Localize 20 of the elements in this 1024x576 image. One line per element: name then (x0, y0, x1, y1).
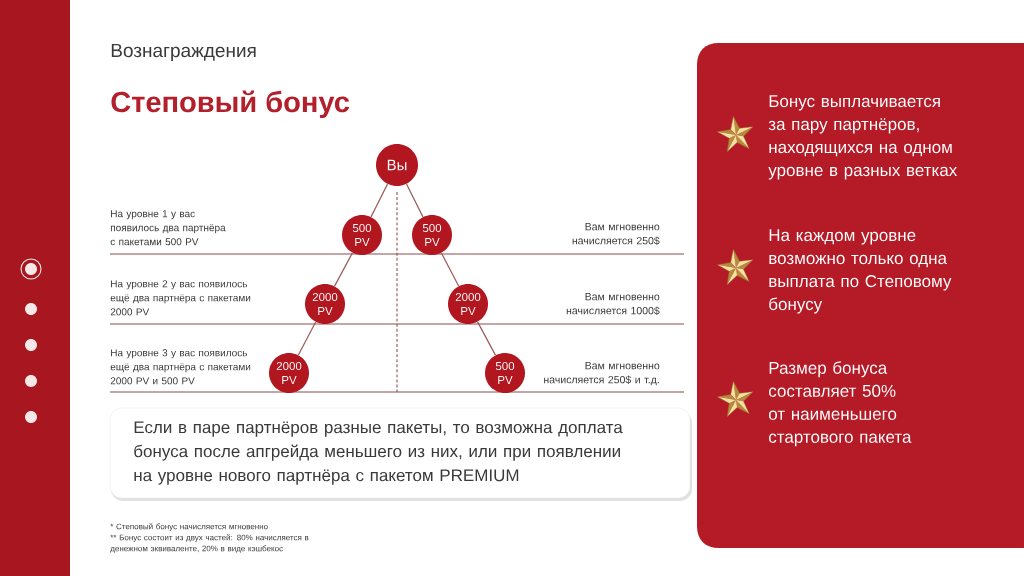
connector-line (334, 252, 354, 287)
level-note: На уровне 3 у вас появилось ещё два партнёра с пакетами 2000 PV и 500 PV (110, 349, 251, 385)
bullet-text: На каждом уровне возможно только одна выплата по Степовому бонусу (769, 229, 952, 314)
section-heading: Вознаграждения (111, 43, 256, 61)
payout-note: Вам мгновенно начисляется 250$ (572, 223, 660, 245)
connector-line (440, 252, 460, 287)
level-note: На уровне 1 у вас появилось два партнёра с пакетами 500 PV (110, 210, 226, 246)
connector-line (297, 321, 317, 356)
payout-note: Вам мгновенно начисляется 1000$ (566, 293, 660, 315)
connector-line (405, 183, 424, 218)
footnote: ** Бонус состоит из двух частей: 80% начисляется в денежном эквиваленте, 20% в виде кэшбекос (110, 534, 309, 553)
payout-note: Вам мгновенно начисляется 250$ и т.д. (544, 362, 660, 386)
bullet-text: Размер бонуса составляет 50% от наименьшего стартового пакета (769, 361, 912, 447)
note-card: Если в паре партнёров разные пакеты, то возможна доплата бонуса после апгрейда меньшего из них, или при появлении на уровне нового партнёра с пакетом PREMIUM (109, 407, 692, 501)
level-note: На уровне 2 у вас появилось ещё два партнёра с пакетами 2000 PV (110, 280, 251, 316)
slide-title: Степовый бонус (111, 90, 350, 119)
connector-line (370, 183, 389, 218)
footnote: * Степовый бонус начисляется мгновенно (110, 523, 268, 531)
connector-line (476, 321, 497, 356)
bullet-text: Бонус выплачивается за пару партнёров, находящихся на одном уровне в разных ветках (768, 95, 958, 180)
